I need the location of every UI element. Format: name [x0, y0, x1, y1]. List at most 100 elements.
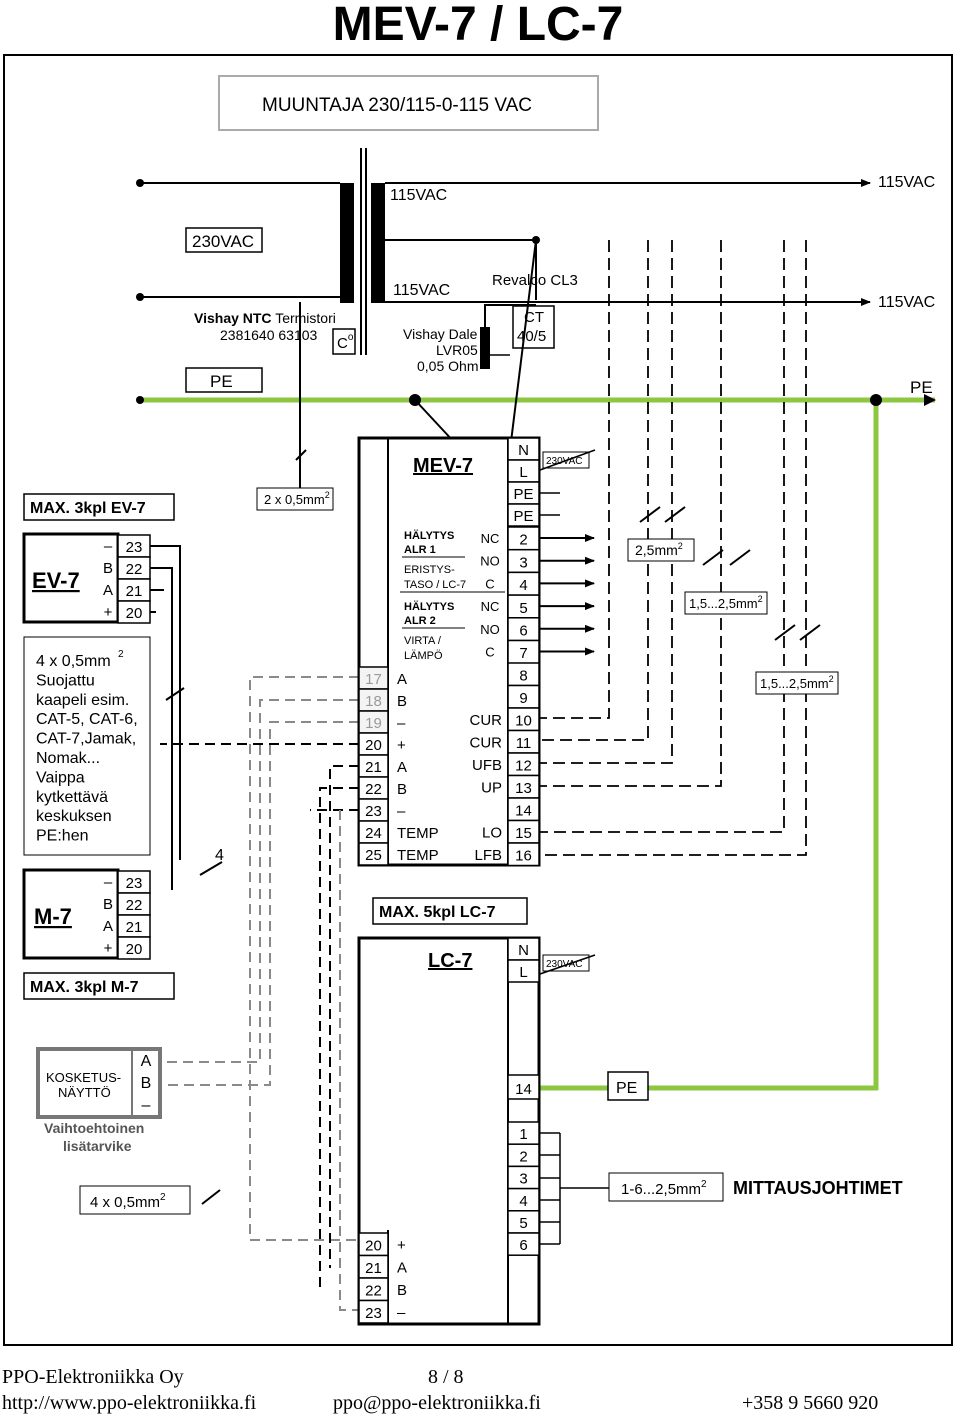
mev7-left-terminal: 21 [365, 759, 382, 776]
ct-ratio: 40/5 [517, 328, 546, 345]
m7-pin-number: 20 [126, 941, 143, 958]
relay-contact-label: NC [481, 599, 500, 614]
ev7-pin-number: 23 [126, 539, 143, 556]
mev7-left-terminal: 17 [365, 671, 382, 688]
m7-name: M-7 [34, 904, 72, 929]
ev7-pin-symbol: – [104, 538, 113, 555]
lc7-left-terminal-label: A [397, 1260, 407, 1277]
upper-winding-label: 115VAC [390, 187, 447, 204]
shunt-name: Vishay Dale [403, 326, 478, 342]
ntc-symbol: Co [337, 332, 354, 352]
shunt-type: LVR05 [436, 342, 478, 358]
mev7-right-terminal-label: LFB [474, 847, 502, 864]
touch-pin-label: – [142, 1097, 151, 1114]
ev7-pin-number: 20 [126, 605, 143, 622]
mev7-right-terminal-cell [507, 842, 540, 867]
transformer-core-left [340, 183, 354, 303]
lc7-meas-terminal: 5 [519, 1215, 527, 1232]
m7-pin-number: 23 [126, 875, 143, 892]
wiring-diagram: MEV-7 / LC-7 MUUNTAJA 230/115-0-115 VAC … [3, 0, 953, 1346]
alarm2-code: ALR 2 [404, 615, 436, 627]
mev7-power-terminal: PE [513, 486, 533, 503]
touch-optional-1: Vaihtoehtoinen [44, 1120, 144, 1136]
footer-email[interactable]: ppo@ppo-elektroniikka.fi [333, 1392, 541, 1414]
ev7-pin-number: 21 [126, 583, 143, 600]
touch-optional-2: lisätarvike [63, 1138, 132, 1154]
mev7-right-terminal: 11 [516, 735, 532, 752]
m7-pin-symbol: + [104, 940, 113, 957]
mev7-left-terminal-label: – [397, 803, 406, 820]
lc7-meas-terminal: 3 [519, 1171, 527, 1188]
mev7-left-terminal: 22 [365, 781, 382, 798]
diagram-frame [3, 54, 953, 1346]
lc7-meas-terminal: 4 [519, 1193, 527, 1210]
touch-display-label-1: KOSKETUS- [46, 1070, 121, 1085]
primary-voltage-label: 230VAC [192, 232, 254, 251]
mev7-left-terminal-label: A [397, 671, 407, 688]
mev7-power-terminal: L [519, 464, 527, 481]
transformer-label: MUUNTAJA 230/115-0-115 VAC [262, 95, 532, 116]
primary-voltage-box [185, 227, 263, 253]
footer-phone: +358 9 5660 920 [742, 1392, 879, 1414]
touch-wire-label: 4 x 0,5mm2 [90, 1192, 166, 1211]
lc7-power-terminal-cell [507, 959, 540, 983]
mev7-right-terminal-label: CUR [470, 735, 503, 752]
cable-note-line: keskuksen [36, 808, 112, 825]
shunt-resistor-icon [480, 327, 490, 369]
mev7-right-terminal-label: CUR [470, 712, 503, 729]
pe-left-box [185, 367, 263, 393]
transformer-core-right [371, 183, 385, 303]
mev7-right-terminal-label: UP [481, 780, 502, 797]
mev7-left-terminal-label: A [397, 759, 407, 776]
two-wire-label: 2 x 0,5mm2 [264, 490, 330, 507]
cable-note-line: Vaippa [36, 769, 85, 786]
alarm1-code: ALR 1 [404, 544, 436, 556]
relay-terminal: 6 [519, 623, 527, 640]
lc7-meas-terminal: 1 [519, 1126, 527, 1143]
lc7-power-terminal: L [519, 964, 527, 981]
mev7-right-terminal: 12 [515, 758, 532, 775]
mev7-power-terminal: N [518, 442, 529, 459]
lc7-supply-tag [542, 954, 590, 972]
alarm2-sub2: LÄMPÖ [404, 650, 443, 662]
lc7-max-label: MAX. 5kpl LC-7 [379, 904, 496, 921]
m7-max-label: MAX. 3kpl M-7 [30, 979, 139, 996]
mev7-left-terminal-label: + [397, 737, 406, 754]
ct-name: Revalco CL3 [492, 272, 578, 289]
meas-wire-label: 1-6...2,5mm2 [621, 1179, 707, 1198]
ct-box [512, 305, 555, 349]
mev7-left-terminal-label: B [397, 781, 407, 798]
m7-pin-number: 22 [126, 897, 143, 914]
cable-note-line: 4 x 0,5mm [36, 653, 111, 670]
lc7-meas-terminal: 6 [519, 1237, 527, 1254]
mev7-left-terminal: 24 [365, 825, 382, 842]
lc7-meas-terminal-cell [507, 1232, 540, 1256]
lc7-left-terminal-label: B [397, 1282, 407, 1299]
shunt-value: 0,05 Ohm [417, 358, 478, 374]
relay-terminal: 5 [519, 600, 527, 617]
output-lower-label: 115VAC [878, 294, 935, 311]
touch-pin-label: B [141, 1075, 152, 1092]
mev7-right-terminal-label: UFB [472, 757, 502, 774]
mev7-right-terminal: 9 [519, 690, 527, 707]
mev7-right-terminal: 8 [519, 668, 527, 685]
mev7-left-terminal-label: TEMP [397, 847, 439, 864]
lc7-left-terminal-label: – [397, 1305, 406, 1322]
mev7-right-terminal-label: LO [482, 825, 502, 842]
footer-url[interactable]: http://www.ppo-elektroniikka.fi [2, 1392, 257, 1414]
m7-pin-symbol: – [104, 874, 113, 891]
wire-25-label: 2,5mm2 [635, 541, 683, 558]
mev7-power-terminal-cell [507, 503, 540, 527]
mev7-left-terminal: 19 [365, 715, 382, 732]
lc7-meas-terminal: 2 [519, 1148, 527, 1165]
m7-pin-symbol: B [103, 896, 113, 913]
lower-winding-label: 115VAC [393, 282, 450, 299]
relay-contact-label: NO [480, 622, 500, 637]
relay-contact-label: NO [480, 554, 500, 569]
wire-1525a-box [684, 591, 768, 615]
meas-label: MITTAUSJOHTIMET [733, 1178, 903, 1198]
mev7-left-terminal-label: – [397, 715, 406, 732]
cable-note-line: Nomak... [36, 750, 100, 767]
